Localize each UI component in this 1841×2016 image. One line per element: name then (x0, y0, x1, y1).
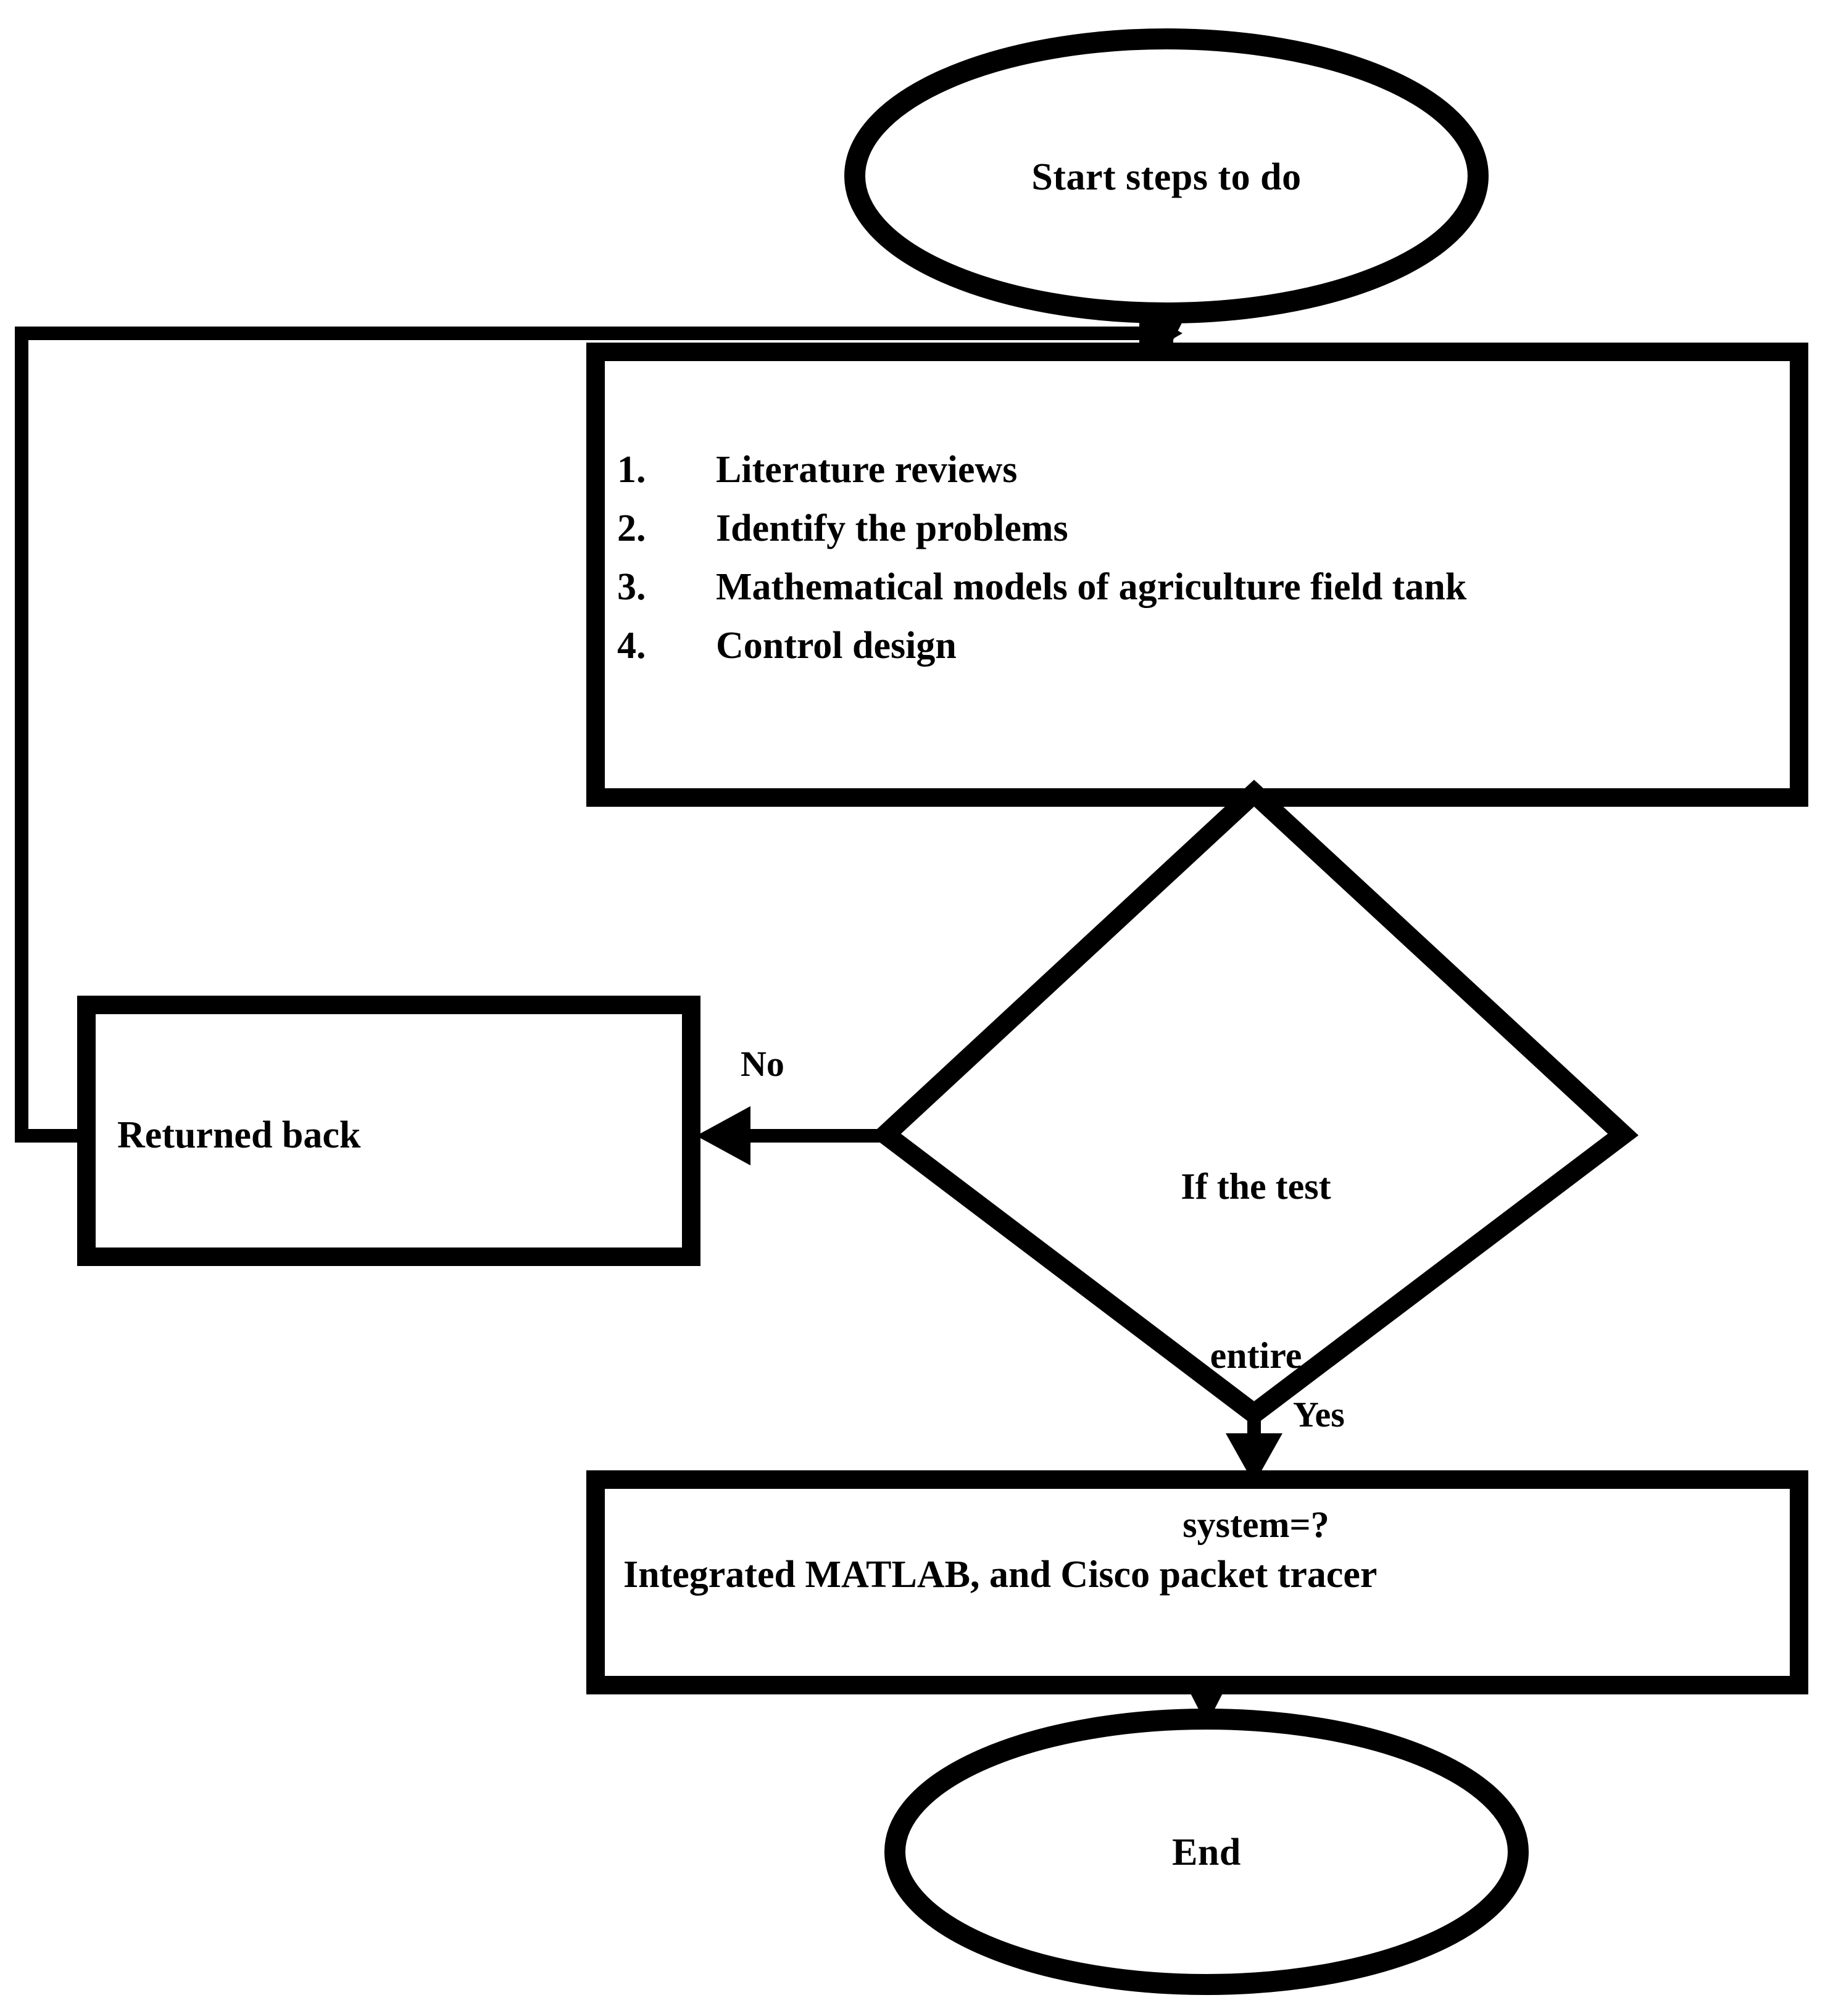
integrated-box-shape (586, 1470, 1808, 1694)
process-step-number: 3. (617, 566, 646, 608)
decision-diamond-shape (870, 780, 1639, 1427)
process-step-item: 2. Identify the problems (617, 509, 1777, 548)
returned-back-box-shape (77, 996, 700, 1266)
start-terminator-shape (844, 28, 1489, 323)
process-step-item: 1. Literature reviews (617, 451, 1777, 489)
process-step-item: 4. Control design (617, 627, 1777, 665)
edge-feedback-path (15, 327, 1149, 1143)
process-step-number: 2. (617, 507, 646, 549)
process-steps-list: 1. Literature reviews 2. Identify the pr… (617, 451, 1777, 685)
process-step-text: Control design (716, 625, 957, 667)
process-step-item: 3. Mathematical models of agriculture fi… (617, 568, 1777, 606)
process-step-text: Mathematical models of agriculture field… (716, 566, 1467, 608)
end-terminator-shape (884, 1709, 1529, 1995)
process-step-number: 1. (617, 449, 646, 491)
process-step-text: Literature reviews (716, 449, 1018, 491)
edge-no-arrowhead (696, 1106, 750, 1165)
process-step-text: Identify the problems (716, 507, 1068, 549)
process-box-shape (586, 343, 1808, 807)
edge-decision-no-to-returned (696, 1106, 886, 1165)
edge-yes-arrowhead (1226, 1433, 1282, 1484)
process-step-number: 4. (617, 625, 646, 667)
